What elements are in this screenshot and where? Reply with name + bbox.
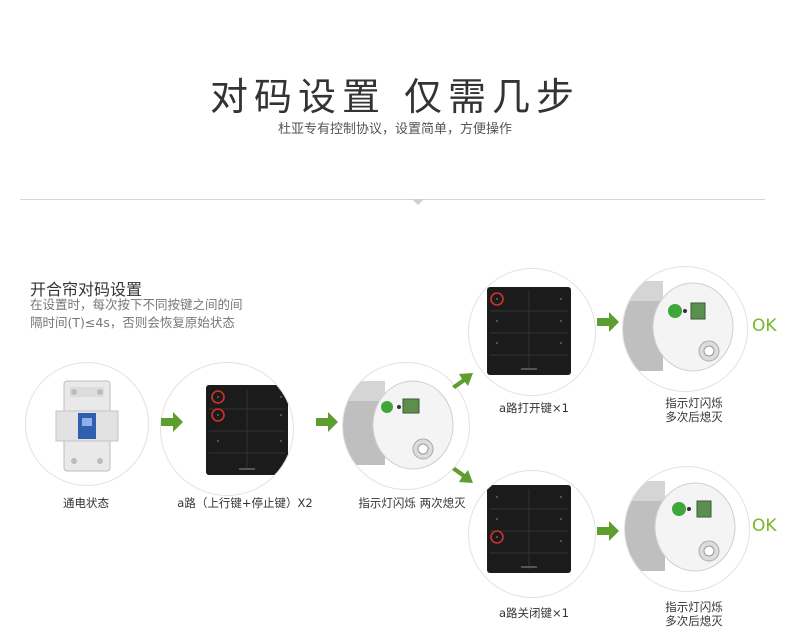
arrow-right-icon <box>316 412 338 432</box>
panel-step-circle <box>160 362 294 496</box>
close-step-circle <box>468 470 596 598</box>
result-bottom-caption: 指示灯闪烁 多次后熄灭 <box>634 600 754 628</box>
motor-head-result-bottom-icon <box>625 481 736 572</box>
result-bottom-circle <box>624 466 750 592</box>
result-bottom-caption-line-2: 多次后熄灭 <box>665 614 723 628</box>
page-title: 对码设置 仅需几步 <box>209 75 581 119</box>
section-description-line-1: 在设置时，每次按下不同按键之间的间 <box>30 297 243 312</box>
power-step-circle <box>25 362 149 486</box>
circuit-breaker-icon <box>55 380 119 472</box>
result-top-caption: 指示灯闪烁 多次后熄灭 <box>634 396 754 424</box>
result-bottom-caption-line-1: 指示灯闪烁 <box>665 600 723 614</box>
arrow-right-icon <box>597 521 619 541</box>
page-subtitle: 杜亚专有控制协议，设置简单，方便操作 <box>277 122 512 137</box>
close-caption: a路关闭键×1 <box>499 606 569 620</box>
section-description-line-2: 隔时间(T)≤4s，否则会恢复原始状态 <box>30 315 235 330</box>
result-top-circle <box>622 266 748 392</box>
motor-step-circle <box>342 362 470 490</box>
ok-bottom-label: OK <box>752 516 777 536</box>
wall-panel-open-icon <box>487 287 571 375</box>
divider-notch <box>412 199 424 205</box>
result-top-caption-line-2: 多次后熄灭 <box>665 410 723 424</box>
wall-panel-icon <box>206 385 288 475</box>
panel-caption: a路（上行键+停止键）X2 <box>177 496 313 510</box>
ok-top-label: OK <box>752 316 777 336</box>
divider <box>20 199 765 200</box>
result-top-caption-line-1: 指示灯闪烁 <box>665 396 723 410</box>
motor-head-icon <box>343 380 454 470</box>
open-step-circle <box>468 268 596 396</box>
motor-caption: 指示灯闪烁 两次熄灭 <box>358 496 466 510</box>
arrow-right-icon <box>597 312 619 332</box>
section-description: 在设置时，每次按下不同按键之间的间 隔时间(T)≤4s，否则会恢复原始状态 <box>30 296 330 332</box>
power-caption: 通电状态 <box>63 496 109 510</box>
arrow-down-right-icon <box>452 467 473 483</box>
open-caption: a路打开键×1 <box>499 401 569 415</box>
section-heading: 开合帘对码设置 <box>30 280 143 299</box>
motor-head-result-icon <box>623 281 734 372</box>
wall-panel-close-icon <box>487 485 571 573</box>
